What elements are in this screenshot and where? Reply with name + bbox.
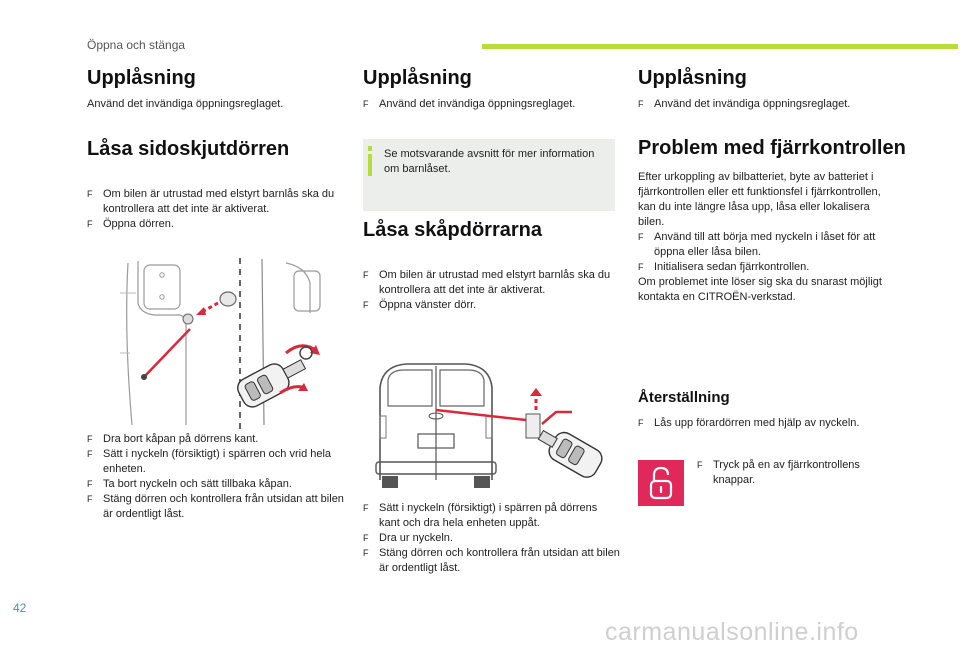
remote-intro: Efter urkoppling av bilbatteriet, byte a…	[638, 171, 881, 228]
heading-unlock-3: Upplåsning	[638, 67, 747, 89]
heading-remote-problem: Problem med fjärrkontrollen	[638, 137, 906, 159]
heading-lock-rear-doors: Låsa skåpdörrarna	[363, 219, 542, 241]
unlock-text-1: Använd det invändiga öppningsreglaget.	[87, 98, 284, 110]
section-title: Öppna och stänga	[87, 38, 186, 52]
remote-outro: Om problemet inte löser sig ska du snara…	[638, 276, 882, 303]
heading-unlock-1: Upplåsning	[87, 67, 196, 89]
heading-unlock-2: Upplåsning	[363, 67, 472, 89]
page-number: 42	[13, 601, 27, 615]
info-icon	[368, 146, 372, 176]
remote-problem-body: Efter urkoppling av bilbatteriet, byte a…	[638, 170, 894, 305]
heading-reset: Återställning	[638, 389, 730, 406]
heading-lock-sliding-door: Låsa sidoskjutdörren	[87, 138, 290, 160]
rear-doors-lock-illustration	[366, 358, 610, 492]
section-accent-bar	[482, 44, 958, 49]
watermark: carmanualsonline.info	[605, 618, 859, 646]
padlock-icon	[638, 460, 684, 506]
info-note: Se motsvarande avsnitt för mer informati…	[363, 139, 615, 211]
info-note-text: Se motsvarande avsnitt för mer informati…	[384, 148, 595, 175]
sliding-door-lock-illustration	[110, 253, 342, 429]
